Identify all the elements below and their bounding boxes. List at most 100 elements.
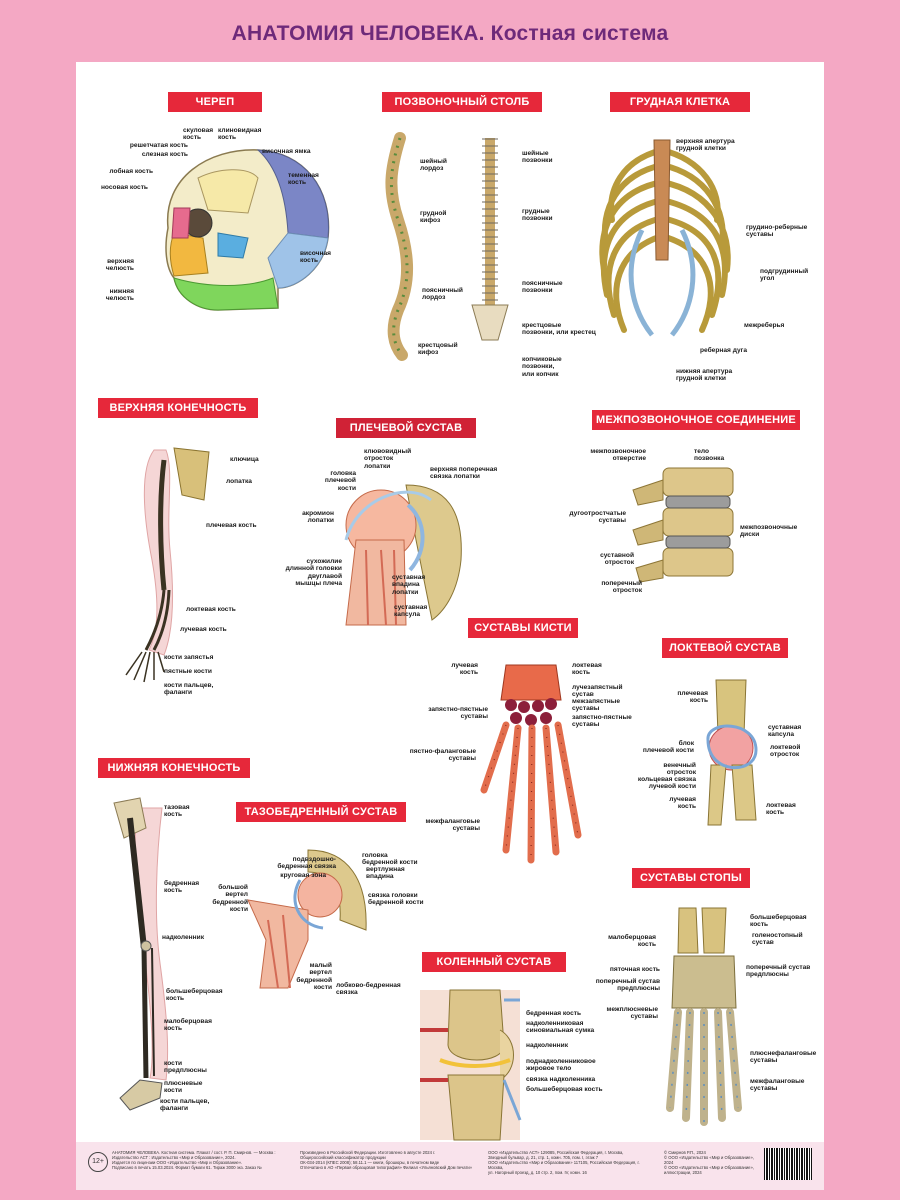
knee-label-femur: бедренная кость [526,1010,582,1017]
hand-label-ulna: локтевая кость [572,662,602,677]
shoulder-label-superior-ligament: верхняя поперечная связка лопатки [430,466,498,481]
skull-label-parietal: теменная кость [288,172,319,187]
intervertebral-label-foramen: межпозвоночное отверстие [590,448,646,463]
elbow-label-coronoid: венечный отросток [663,762,696,777]
foot-illustration [666,907,742,1126]
knee-label-patellar-ligament: связка надколенника [526,1076,596,1083]
ribcage-illustration [599,139,731,337]
lower-limb-illustration [113,797,169,1111]
spine-label-lumbar-lordosis: поясничный лордоз [422,287,463,302]
upper-limb-label-phalanges: кости пальцев, фаланги [164,682,214,697]
chest-label-upper-aperture: верхняя апертура грудной клетки [676,138,735,153]
skull-label-sphenoid: клиновидная кость [218,127,262,142]
elbow-illustration [706,679,758,826]
shoulder-label-humeral-head: головка плечевой кости [324,470,356,492]
chest-label-costal-arch: реберная дуга [700,347,748,354]
knee-illustration [420,989,522,1141]
intervertebral-label-body: тело позвонка [694,448,725,463]
lower-limb-label-pelvis: тазовая кость [164,804,190,819]
knee-label-fat-pad: поднадколенниковое жировое тело [526,1058,596,1073]
elbow-label-annular: кольцевая связка лучевой кости [637,776,696,791]
footer-col-4: © Смирнов Р.П., 2024 © ООО «Издательство… [664,1150,754,1175]
hand-illustration [480,664,582,864]
upper-limb-header: ВЕРХНЯЯ КОНЕЧНОСТЬ [98,398,258,418]
skull-label-maxilla: верхняя челюсть [105,258,134,273]
elbow-label-ulna: локтевая кость [766,802,796,817]
knee-label-tibia: большеберцовая кость [526,1086,603,1093]
lower-limb-header: НИЖНЯЯ КОНЕЧНОСТЬ [98,758,250,778]
shoulder-illustration [344,484,462,626]
upper-limb-label-humerus: плечевая кость [206,522,257,529]
hand-label-intercarpal: межзапястные суставы [572,698,621,713]
hand-label-interphalangeal: межфаланговые суставы [425,818,480,833]
skull-label-mandible: нижняя челюсть [105,288,134,303]
foot-label-intermetatarsal: межплюсневые суставы [606,1006,658,1021]
foot-label-transverse-left: поперечный сустав предплюсны [595,978,660,993]
chest-label-intercostal: межреберья [744,322,785,329]
footer [76,1142,824,1190]
knee-label-bursa: надколенниковая синовиальная сумка [526,1020,595,1035]
intervertebral-label-articular: суставной отросток [600,552,634,567]
hand-label-radiocarpal: лучезапястный сустав [572,684,623,699]
hip-label-greater-trochanter: большой вертел бедренной кости [212,884,248,914]
hip-label-iliofemoral: подвздошно- бедренная связка [277,856,336,871]
shoulder-label-biceps-tendon: сухожилие длинной головки двуглавой мышц… [285,558,342,588]
shoulder-label-capsule: суставная капсула [394,604,428,619]
skull-label-temporal-fossa: височная ямка [262,148,311,155]
intervertebral-header: МЕЖПОЗВОНОЧНОЕ СОЕДИНЕНИЕ [592,410,800,430]
spine-label-lumbar: поясничные позвонки [522,280,563,295]
skull-label-frontal: лобная кость [109,168,153,175]
spine-label-cervical-lordosis: шейный лордоз [420,158,447,173]
foot-label-calcaneus: пяточная кость [609,966,660,973]
hip-label-acetabulum: вертлужная впадина [366,866,405,881]
hip-header: ТАЗОБЕДРЕННЫЙ СУСТАВ [236,802,406,822]
foot-label-transverse-right: поперечный сустав предплюсны [746,964,811,979]
chest-header: ГРУДНАЯ КЛЕТКА [610,92,750,112]
shoulder-header: ПЛЕЧЕВОЙ СУСТАВ [336,418,476,438]
chest-label-subcostal-angle: подгрудинный угол [760,268,809,283]
intervertebral-illustration [632,467,734,583]
skull-label-temporal: височная кость [300,250,331,265]
foot-header: СУСТАВЫ СТОПЫ [632,868,750,888]
knee-header: КОЛЕННЫЙ СУСТАВ [422,952,566,972]
shoulder-label-coracoid: клювовидный отросток лопатки [364,448,412,470]
lower-limb-label-metatarsals: плюсневые кости [164,1080,203,1095]
lower-limb-label-fibula: малоберцовая кость [164,1018,212,1033]
elbow-label-radius: лучевая кость [669,796,696,811]
foot-label-fibula: малоберцовая кость [608,934,656,949]
upper-limb-label-metacarpals: пястные кости [164,668,212,675]
poster-title: АНАТОМИЯ ЧЕЛОВЕКА. Костная система [231,22,669,45]
upper-limb-label-clavicle: ключица [230,456,259,463]
skull-label-ethmoid: решетчатая кость [129,142,188,149]
elbow-label-humerus: плечевая кость [677,690,708,705]
hip-label-femoral-head: головка бедренной кости [362,852,418,867]
chest-label-lower-aperture: нижняя апертура грудной клетки [676,368,733,383]
skull-header: ЧЕРЕП [168,92,262,112]
lower-limb-label-patella: надколенник [162,934,204,941]
skull-label-lacrimal: слезная кость [141,151,188,158]
hip-illustration [247,849,367,989]
spine-illustration [385,132,509,361]
upper-limb-illustration [125,447,210,683]
elbow-label-trochlea: блок плечевой кости [642,740,694,755]
foot-label-ankle: голеностопный сустав [752,932,803,947]
spine-label-thoracic-kyphosis: грудной кифоз [420,210,447,225]
hip-label-pubofemoral: лобково-бедренная связка [336,982,401,997]
upper-limb-label-scapula: лопатка [226,478,252,485]
spine-header: ПОЗВОНОЧНЫЙ СТОЛБ [382,92,542,112]
footer-col-3: ООО «Издательство АСТ» 129085, Российска… [488,1150,640,1175]
footer-col-2: Произведено в Российской Федерации. Изго… [300,1150,473,1170]
foot-label-ip: межфаланговые суставы [750,1078,805,1093]
spine-label-sacral-kyphosis: крестцовый кифоз [418,342,458,357]
hip-label-lesser-trochanter: малый вертел бедренной кости [296,962,332,992]
spine-label-sacrum: крестцовые позвонки, или крестец [522,322,596,337]
hand-label-cmc-left: запястно-пястные суставы [428,706,488,721]
foot-label-tibia: большеберцовая кость [750,914,807,929]
hand-label-mcp: пястно-фаланговые суставы [409,748,476,763]
lower-limb-label-phalanges: кости пальцев, фаланги [160,1098,210,1113]
intervertebral-label-discs: межпозвоночные диски [740,524,798,539]
shoulder-label-glenoid: суставная впадина лопатки [392,574,426,596]
hand-label-radius: лучевая кость [451,662,478,677]
upper-limb-label-radius: лучевая кость [180,626,227,633]
shoulder-label-acromion: акромион лопатки [302,510,334,525]
